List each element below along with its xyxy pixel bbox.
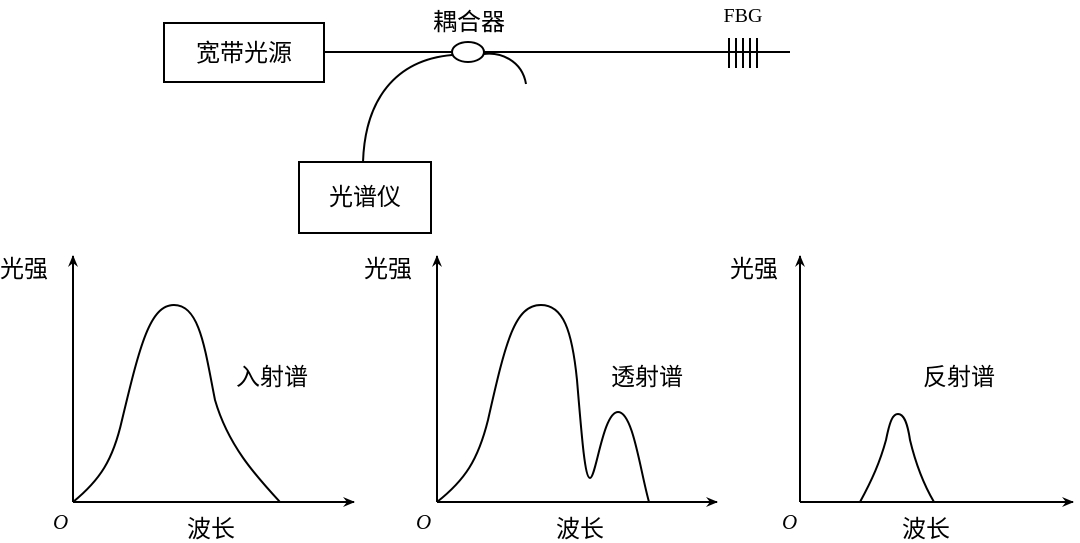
curve-label: 反射谱	[923, 363, 995, 391]
plot-incident: 光强 波长 O 入射谱	[0, 255, 355, 543]
reflection-spectrum-curve	[859, 412, 935, 503]
y-axis-label: 光强	[730, 255, 778, 283]
y-axis-label: 光强	[364, 255, 412, 283]
curve-label: 入射谱	[236, 363, 308, 391]
broadband-source-label: 宽带光源	[196, 39, 292, 67]
plot-transmission: 光强 波长 O 透射谱	[364, 255, 718, 543]
origin-label: O	[53, 510, 68, 534]
terminated-fiber-end	[483, 52, 527, 85]
y-axis-label: 光强	[0, 255, 48, 283]
analyzer-fiber	[362, 54, 453, 163]
x-axis-label: 波长	[187, 515, 235, 543]
curve-label: 透射谱	[611, 363, 683, 391]
origin-label: O	[416, 510, 431, 534]
fbg-label: FBG	[724, 5, 763, 27]
x-axis-label: 波长	[902, 515, 950, 543]
incident-spectrum-curve	[72, 303, 281, 503]
transmission-spectrum-curve	[436, 303, 650, 503]
x-axis-label: 波长	[556, 515, 604, 543]
spectrum-analyzer-box	[298, 161, 432, 234]
coupler-symbol	[451, 41, 485, 63]
plot-reflection: 光强 波长 O 反射谱	[730, 255, 1074, 543]
spectrum-analyzer-label: 光谱仪	[329, 183, 401, 211]
fbg-grating-marks	[728, 38, 758, 68]
coupler-label: 耦合器	[433, 8, 505, 36]
origin-label: O	[782, 510, 797, 534]
